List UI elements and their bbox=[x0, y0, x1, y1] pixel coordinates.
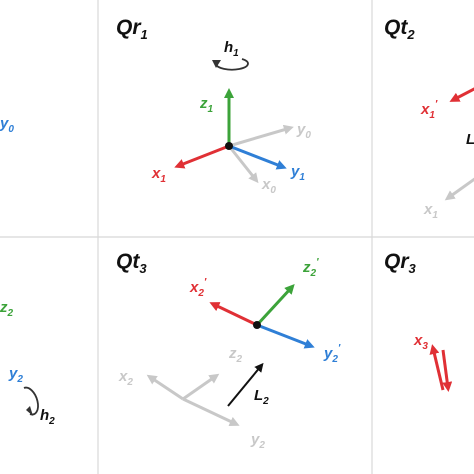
rotation-arrow-icon bbox=[23, 386, 39, 416]
panel-title-qt2: Qt2 bbox=[384, 16, 415, 42]
axis-label-z1: z1 bbox=[199, 95, 214, 115]
axis-label-x3: x3 bbox=[413, 332, 428, 352]
axis-arrow-x2-gray bbox=[146, 374, 184, 401]
frame-origin-dot-icon bbox=[253, 321, 261, 329]
panel-title-qt3: Qt3 bbox=[116, 250, 147, 276]
axis-label-y0: y0 bbox=[296, 121, 311, 141]
axis-label-z2: z2 bbox=[0, 299, 14, 319]
translation-arrow-icon bbox=[227, 362, 264, 407]
panel-qt2: Qt2 x1′ L x1 bbox=[384, 16, 474, 221]
frame-origin-dot-icon bbox=[225, 142, 233, 150]
axis-label-y2: y2 bbox=[8, 365, 23, 385]
axis-arrow-x1 bbox=[174, 144, 230, 169]
axis-label-y2-prime: y2′ bbox=[323, 343, 341, 365]
axis-label-z2-prime: z2′ bbox=[302, 257, 319, 279]
panel-title-qr3: Qr3 bbox=[384, 250, 417, 276]
panel-bottom-left: z2 y2 h2 bbox=[0, 299, 55, 427]
axis-label-x1: x1 bbox=[151, 165, 166, 185]
translation-label-L2: L2 bbox=[254, 387, 269, 407]
rotation-label-h1: h1 bbox=[224, 39, 239, 59]
axis-arrow-x1-gray bbox=[444, 177, 474, 201]
axis-label-x2-gray: x2 bbox=[118, 368, 133, 388]
axis-arrow-y2-gray bbox=[182, 397, 240, 426]
axis-label-z2-gray: z2 bbox=[228, 345, 243, 365]
panel-qr1: Qr1 h1 z1 x1 y1 y0 x0 bbox=[116, 16, 311, 196]
axis-label-x1-prime: x1′ bbox=[420, 99, 438, 121]
axis-arrow-x1-prime bbox=[449, 87, 474, 102]
axis-label-x2-prime: x2′ bbox=[189, 277, 207, 299]
axis-arrow-z2-gray bbox=[182, 373, 220, 401]
axis-label-L: L bbox=[466, 131, 474, 148]
axis-label-y0: y0 bbox=[0, 115, 14, 135]
axis-label-x0: x0 bbox=[261, 176, 276, 196]
axis-arrow-y0-gray bbox=[228, 124, 294, 148]
axis-arrow-y2-prime bbox=[256, 323, 315, 349]
axis-arrow-x2-prime bbox=[209, 302, 258, 327]
axis-arrow-x3-lower bbox=[441, 349, 453, 392]
panel-top-left: y0 bbox=[0, 115, 14, 135]
panel-title-qr1: Qr1 bbox=[116, 16, 148, 42]
panel-qt3: Qt3 x2 z2 y2 L2 x2′ z2′ y2′ bbox=[116, 250, 341, 451]
rotation-arrow-icon bbox=[212, 58, 249, 71]
axis-label-y2-gray: y2 bbox=[250, 431, 265, 451]
axis-arrow-y1 bbox=[228, 144, 287, 170]
rotation-label-h2: h2 bbox=[40, 407, 55, 427]
axis-arrow-z2-prime bbox=[255, 284, 295, 327]
axis-label-y1: y1 bbox=[290, 163, 305, 183]
panel-qr3: Qr3 x3 bbox=[384, 250, 453, 392]
axis-label-x1-gray: x1 bbox=[423, 201, 438, 221]
axis-arrow-x0-gray bbox=[227, 145, 259, 184]
axis-arrow-x3 bbox=[429, 344, 445, 391]
